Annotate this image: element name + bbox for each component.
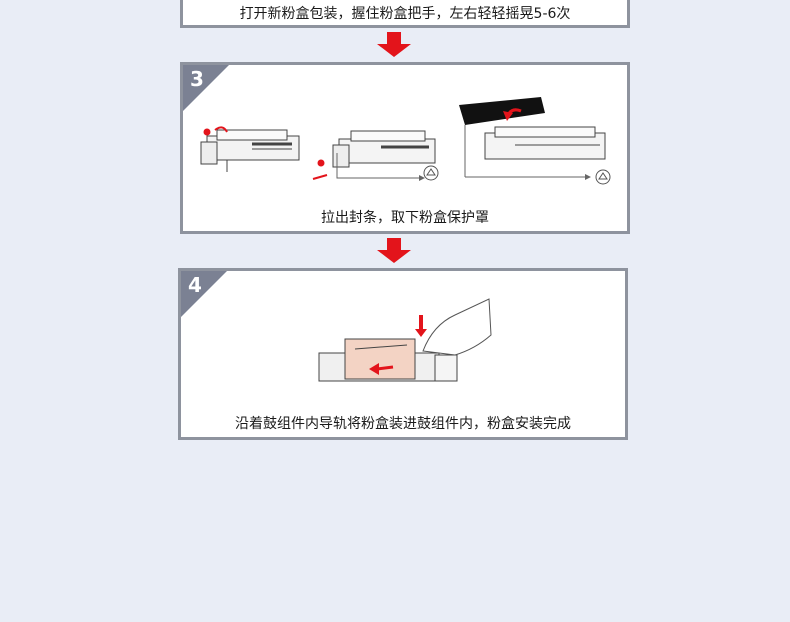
recycle-icon-2	[595, 169, 611, 185]
step-number-4: 4	[188, 273, 202, 297]
cartridge-illustration-right	[459, 97, 606, 180]
step-3-caption: 拉出封条，取下粉盒保护罩	[321, 210, 489, 226]
step-card-3: 3 拉出封条，取下粉盒保护	[180, 62, 630, 234]
down-arrow-icon	[376, 32, 412, 58]
step-badge-2	[181, 271, 227, 317]
step-card-4: 4 沿着鼓组件内导轨将粉盒装进鼓组件内，粉盒安装完成	[178, 268, 628, 440]
down-arrow-icon-2	[376, 238, 412, 264]
step-card-1: 打开新粉盒包装，握住粉盒把手，左右轻轻摇晃5-6次	[180, 0, 630, 28]
step-number-3: 3	[190, 67, 204, 91]
step-badge	[183, 65, 229, 111]
cartridge-illustration-left	[200, 126, 300, 172]
cartridge-illustration-middle	[312, 130, 436, 181]
cartridge-install-illustration	[318, 298, 492, 382]
step-1-caption: 打开新粉盒包装，握住粉盒把手，左右轻轻摇晃5-6次	[239, 6, 571, 22]
step-4-caption: 沿着鼓组件内导轨将粉盒装进鼓组件内，粉盒安装完成	[235, 416, 571, 432]
recycle-icon	[423, 165, 439, 181]
